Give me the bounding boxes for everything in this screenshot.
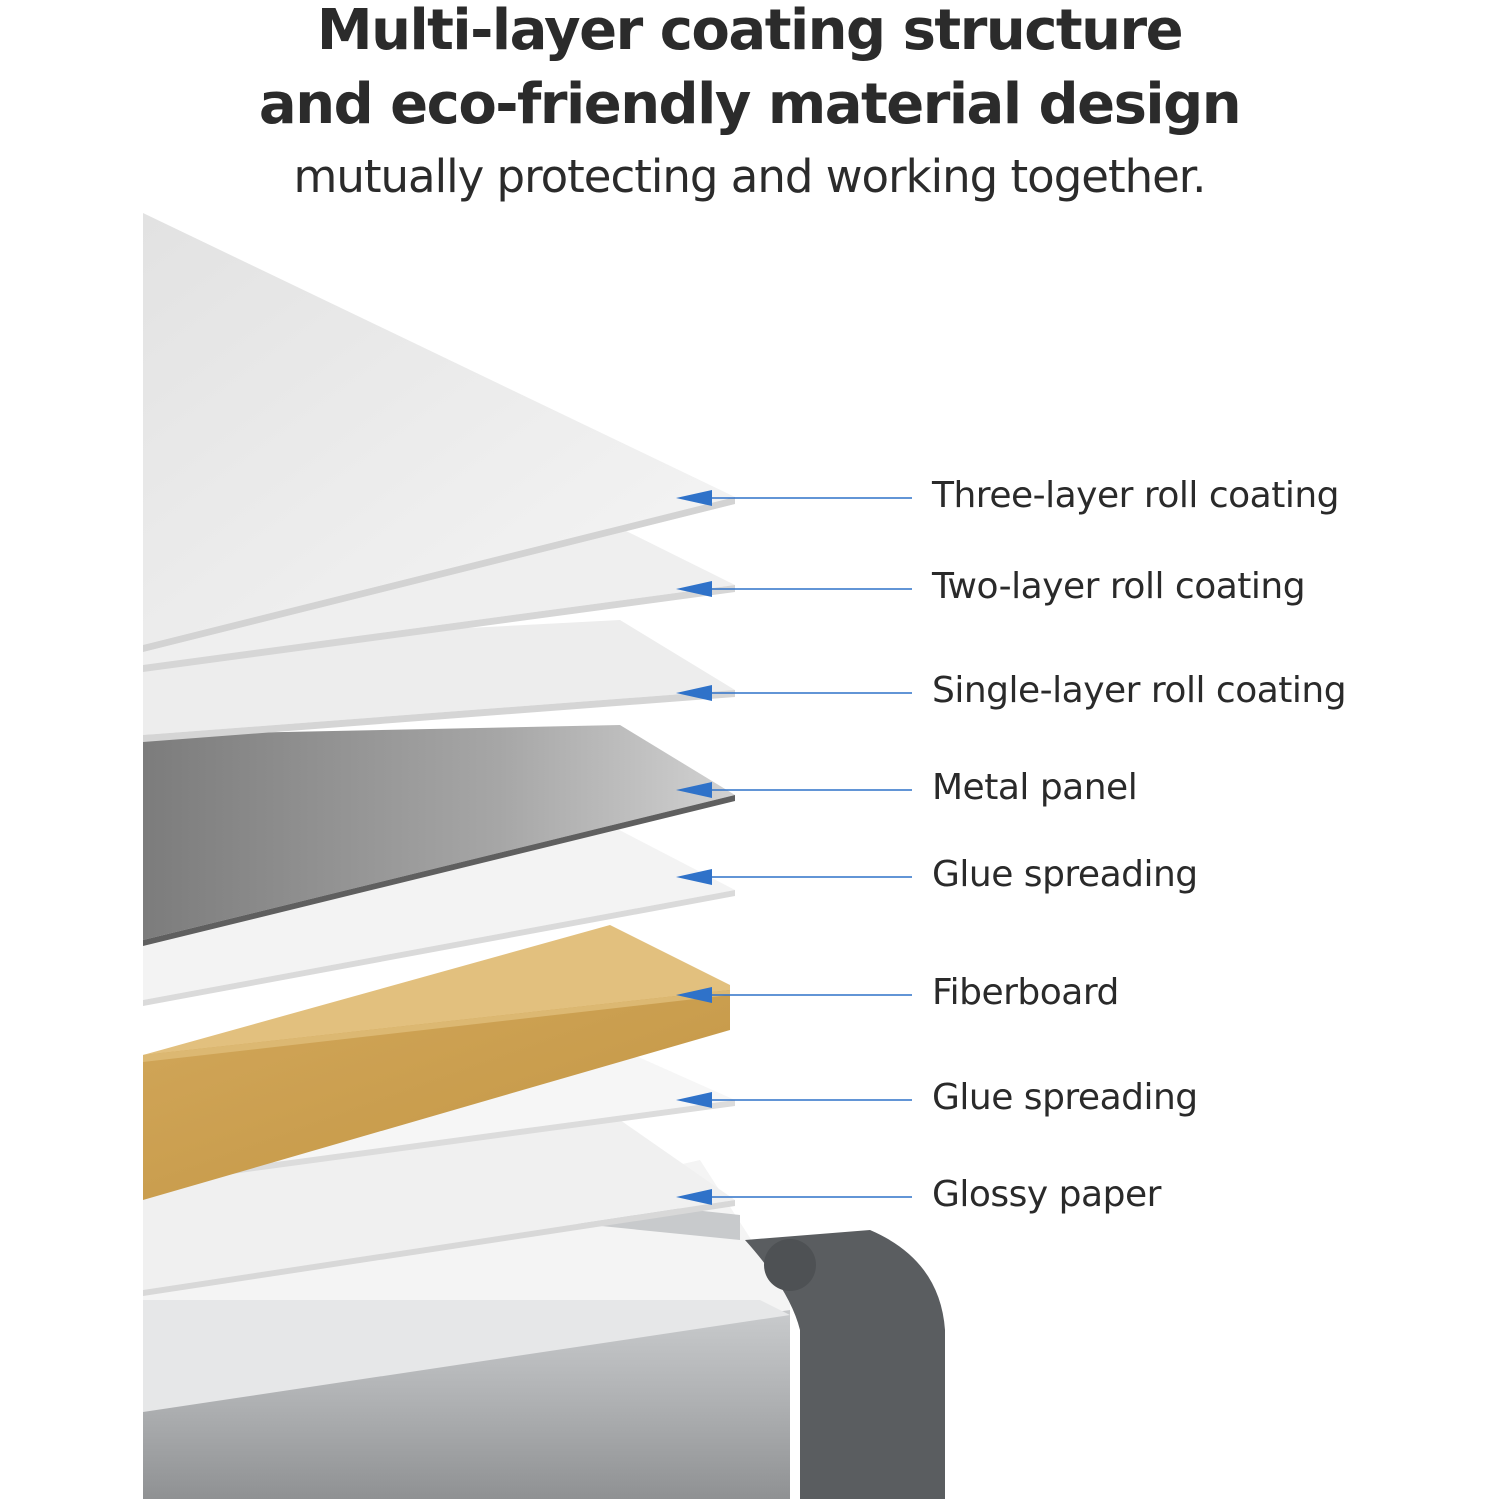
arrowhead-icon	[676, 490, 712, 506]
leader-lines	[676, 490, 912, 1205]
label-metal-panel: Metal panel	[932, 767, 1138, 808]
label-two-layer-coating: Two-layer roll coating	[932, 566, 1306, 607]
title-line-2: and eco-friendly material design	[258, 72, 1242, 137]
layer-metal-panel	[143, 725, 735, 946]
arrowhead-icon	[676, 782, 712, 798]
label-glue-spreading-1: Glue spreading	[932, 854, 1198, 895]
label-single-layer-coating: Single-layer roll coating	[932, 670, 1347, 711]
arrowhead-icon	[676, 869, 712, 885]
label-fiberboard: Fiberboard	[932, 972, 1119, 1013]
label-three-layer-coating: Three-layer roll coating	[932, 475, 1340, 516]
arrowhead-icon	[676, 581, 712, 597]
arrowhead-icon	[676, 1189, 712, 1205]
subtitle: mutually protecting and working together…	[293, 150, 1207, 203]
arrowhead-icon	[676, 987, 712, 1003]
aluminium-rail	[143, 1310, 790, 1499]
layer-fiberboard	[143, 925, 730, 1200]
label-glue-spreading-2: Glue spreading	[932, 1077, 1198, 1118]
layer-glue-spreading-1	[143, 820, 735, 1006]
corner-screw	[764, 1239, 816, 1291]
title-line-1: Multi-layer coating structure	[316, 0, 1184, 63]
arrowhead-icon	[676, 685, 712, 701]
corner-cap	[745, 1230, 945, 1499]
arrowhead-icon	[676, 1092, 712, 1108]
label-glossy-paper: Glossy paper	[932, 1174, 1161, 1215]
layer-three-coating	[143, 213, 735, 652]
